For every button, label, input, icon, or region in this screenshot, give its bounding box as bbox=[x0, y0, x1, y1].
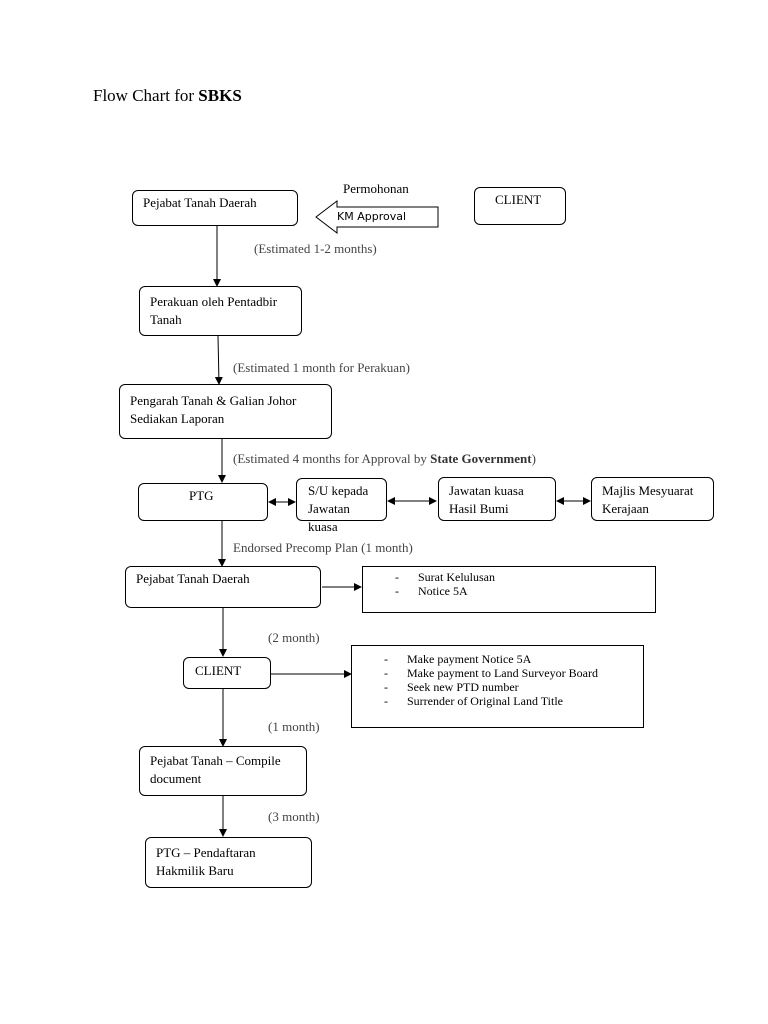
note-endorsed-precomp: Endorsed Precomp Plan (1 month) bbox=[233, 540, 413, 555]
km-approval-label: KM Approval bbox=[337, 210, 407, 223]
title-prefix: Flow Chart for bbox=[93, 86, 195, 105]
note-est3-suffix: ) bbox=[531, 451, 536, 466]
note-est3-bold: State Government bbox=[430, 451, 532, 466]
node-ptg: PTG bbox=[138, 483, 268, 521]
node-jawatan-kuasa-hasil-bumi: Jawatan kuasa Hasil Bumi bbox=[438, 477, 556, 521]
list-item: Make payment Notice 5A bbox=[352, 652, 643, 666]
title-emphasis: SBKS bbox=[198, 86, 242, 105]
note-estimated-1-2-months: (Estimated 1-2 months) bbox=[254, 241, 377, 256]
node-client-1: CLIENT bbox=[474, 187, 566, 225]
note-est3-prefix: (Estimated 4 months for Approval by bbox=[233, 451, 427, 466]
node-su-jawatan-kuasa: S/U kepada Jawatan kuasa bbox=[296, 478, 387, 534]
list-item: Make payment to Land Surveyor Board bbox=[352, 666, 643, 680]
list-item: Notice 5A bbox=[363, 584, 655, 598]
note-1-month: (1 month) bbox=[268, 719, 320, 734]
list-client-tasks: Make payment Notice 5A Make payment to L… bbox=[351, 645, 644, 728]
note-estimated-state-govt: (Estimated 4 months for Approval by Stat… bbox=[233, 451, 536, 467]
node-pejabat-tanah-daerah-1: Pejabat Tanah Daerah bbox=[132, 190, 298, 226]
page-title: Flow Chart for SBKS bbox=[93, 86, 242, 106]
node-ptg-pendaftaran: PTG – Pendaftaran Hakmilik Baru bbox=[145, 837, 312, 888]
node-pengarah: Pengarah Tanah & Galian Johor Sediakan L… bbox=[119, 384, 332, 439]
permohonan-label: Permohonan bbox=[343, 181, 409, 196]
note-2-month: (2 month) bbox=[268, 630, 320, 645]
node-client-2: CLIENT bbox=[183, 657, 271, 689]
node-pejabat-tanah-daerah-2: Pejabat Tanah Daerah bbox=[125, 566, 321, 608]
node-perakuan: Perakuan oleh Pentadbir Tanah bbox=[139, 286, 302, 336]
list-item: Surrender of Original Land Title bbox=[352, 694, 643, 708]
node-pejabat-compile: Pejabat Tanah – Compile document bbox=[139, 746, 307, 796]
km-approval-arrow bbox=[315, 199, 439, 235]
note-estimated-perakuan: (Estimated 1 month for Perakuan) bbox=[233, 360, 410, 375]
node-majlis-mesyuarat: Majlis Mesyuarat Kerajaan bbox=[591, 477, 714, 521]
note-3-month: (3 month) bbox=[268, 809, 320, 824]
list-item: Surat Kelulusan bbox=[363, 570, 655, 584]
arrow-perakuan-to-pengarah bbox=[214, 335, 223, 385]
list-item: Seek new PTD number bbox=[352, 680, 643, 694]
list-kelulusan: Surat Kelulusan Notice 5A bbox=[362, 566, 656, 613]
